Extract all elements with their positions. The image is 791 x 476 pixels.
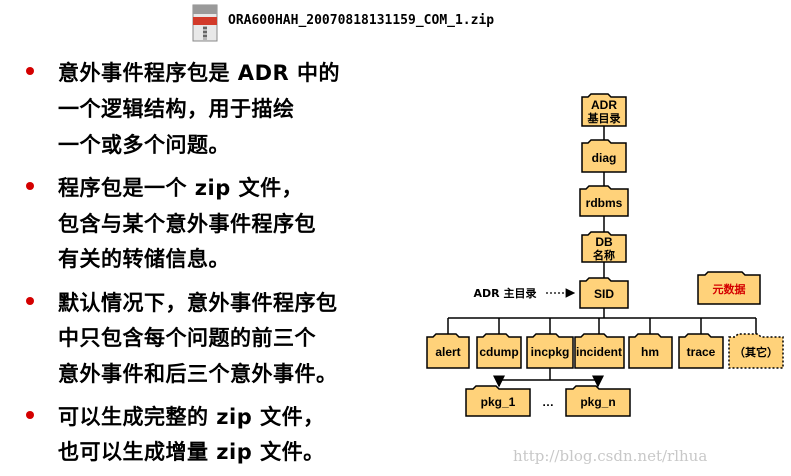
folder-other: （其它）	[728, 333, 784, 369]
bullet-3-line-3: 意外事件和后三个意外事件。	[58, 362, 338, 386]
folder-icon	[581, 93, 627, 127]
folder-trace: trace	[678, 333, 724, 369]
folder-icon	[465, 385, 531, 417]
folder-label: （其它）	[734, 345, 778, 359]
folder-label: cdump	[479, 345, 518, 359]
folder-hm: hm	[628, 333, 673, 369]
folder-label: incpkg	[531, 345, 570, 359]
bullet-1-line-2: 一个逻辑结构，用于描绘	[58, 97, 295, 121]
folder-diag: diag	[581, 139, 627, 173]
folder-label: rdbms	[586, 196, 623, 210]
bullet-marker	[26, 297, 34, 305]
bullet-4-line-2: 也可以生成增量 zip 文件。	[58, 440, 325, 464]
bullet-marker	[26, 411, 34, 419]
zip-filename: ORA600HAH_20070818131159_COM_1.zip	[228, 13, 495, 28]
bullet-marker	[26, 67, 34, 75]
folder-cdump: cdump	[476, 333, 522, 369]
folder-label: 元数据	[713, 282, 746, 296]
folder-icon	[628, 333, 673, 369]
zip-archive-icon	[192, 4, 218, 42]
folder-label: diag	[592, 151, 617, 165]
folder-label: pkg_1	[481, 395, 516, 409]
folder-label: ADR	[591, 98, 617, 112]
folder-icon	[579, 185, 629, 217]
folder-pkg-1: pkg_1	[465, 385, 531, 417]
bullet-2-line-1: 程序包是一个 zip 文件，	[58, 176, 304, 200]
folder-db-name: DB 名称	[581, 231, 627, 263]
watermark: http://blog.csdn.net/rlhua	[513, 447, 708, 465]
folder-incpkg: incpkg	[526, 333, 574, 369]
bullet-4-line-1: 可以生成完整的 zip 文件，	[58, 405, 325, 429]
folder-metadata: 元数据	[697, 271, 761, 305]
folder-icon	[426, 333, 470, 369]
folder-icon	[476, 333, 522, 369]
folder-alert: alert	[426, 333, 470, 369]
folder-label: SID	[594, 287, 614, 301]
folder-label: incident	[576, 345, 622, 359]
folder-icon	[565, 385, 631, 417]
folder-adr-base: ADR 基目录	[581, 93, 627, 127]
folder-label: 基目录	[587, 111, 621, 125]
folder-label: alert	[435, 345, 460, 359]
bullet-3-line-1: 默认情况下，意外事件程序包	[58, 291, 338, 315]
folder-incident: incident	[574, 333, 625, 369]
folder-label: DB	[595, 235, 613, 249]
folder-icon	[728, 333, 784, 369]
folder-pkg-n: pkg_n	[565, 385, 631, 417]
folder-label: hm	[641, 345, 659, 359]
bullet-3-line-2: 中只包含每个问题的前三个	[58, 326, 316, 350]
bullet-2-line-2: 包含与某个意外事件程序包	[58, 212, 316, 236]
bullet-1-line-1: 意外事件程序包是 ADR 中的	[58, 61, 340, 85]
folder-label: pkg_n	[580, 395, 615, 409]
folder-icon	[678, 333, 724, 369]
folder-icon	[526, 333, 574, 369]
folder-rdbms: rdbms	[579, 185, 629, 217]
folder-icon	[579, 277, 629, 309]
bullet-1-line-3: 一个或多个问题。	[58, 133, 230, 157]
bullet-marker	[26, 182, 34, 190]
folder-label: 名称	[593, 248, 615, 262]
packages-ellipsis: …	[542, 395, 554, 409]
folder-sid: SID	[579, 277, 629, 309]
folder-icon	[574, 333, 625, 369]
folder-icon	[581, 231, 627, 263]
folder-icon	[581, 139, 627, 173]
folder-label: trace	[687, 345, 716, 359]
bullet-2-line-3: 有关的转储信息。	[58, 247, 230, 271]
adr-home-label: ADR 主目录	[474, 286, 537, 300]
folder-icon	[697, 271, 761, 305]
